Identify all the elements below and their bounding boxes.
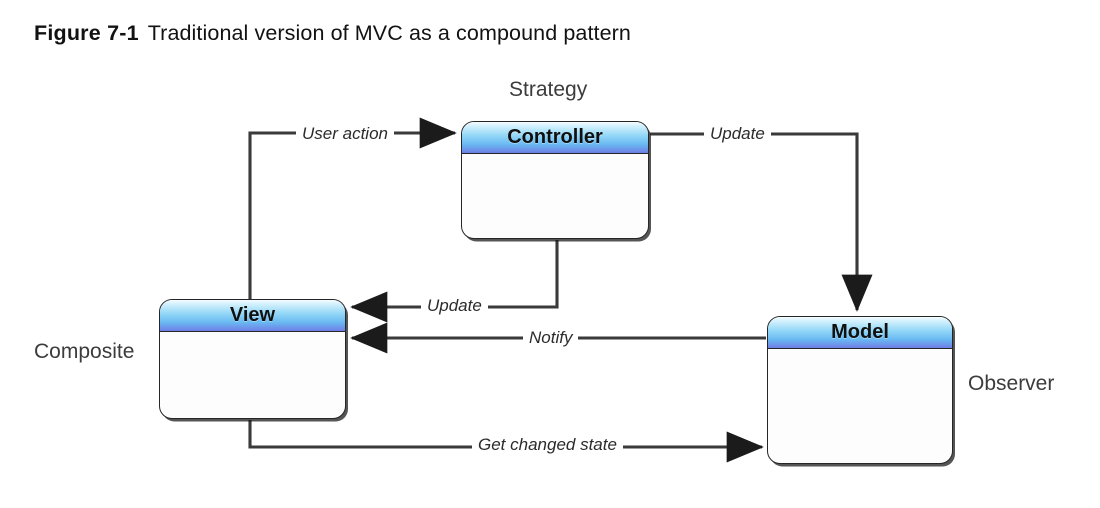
- pattern-label-composite: Composite: [34, 340, 135, 363]
- node-controller-title: Controller: [462, 122, 648, 154]
- figure-title: Traditional version of MVC as a compound…: [147, 21, 631, 45]
- pattern-label-observer: Observer: [968, 372, 1055, 395]
- node-view: View: [159, 299, 346, 419]
- edge-user-action-line: [248, 117, 457, 299]
- edge-label-user-action: User action: [296, 124, 394, 144]
- node-model-title: Model: [768, 317, 952, 349]
- node-controller: Controller: [461, 121, 649, 239]
- edge-label-update-model: Update: [704, 124, 771, 144]
- figure-caption: Figure 7-1 Traditional version of MVC as …: [34, 21, 631, 46]
- node-view-title: View: [160, 300, 345, 332]
- edge-label-get-changed-state: Get changed state: [472, 435, 623, 455]
- edge-update-view-line: [350, 240, 559, 323]
- node-model: Model: [767, 316, 953, 464]
- edge-label-update-view: Update: [421, 296, 488, 316]
- pattern-label-strategy: Strategy: [509, 78, 588, 101]
- edge-label-notify: Notify: [523, 328, 579, 348]
- figure-number: Figure 7-1: [34, 21, 139, 45]
- edge-update-model-line: [650, 132, 873, 312]
